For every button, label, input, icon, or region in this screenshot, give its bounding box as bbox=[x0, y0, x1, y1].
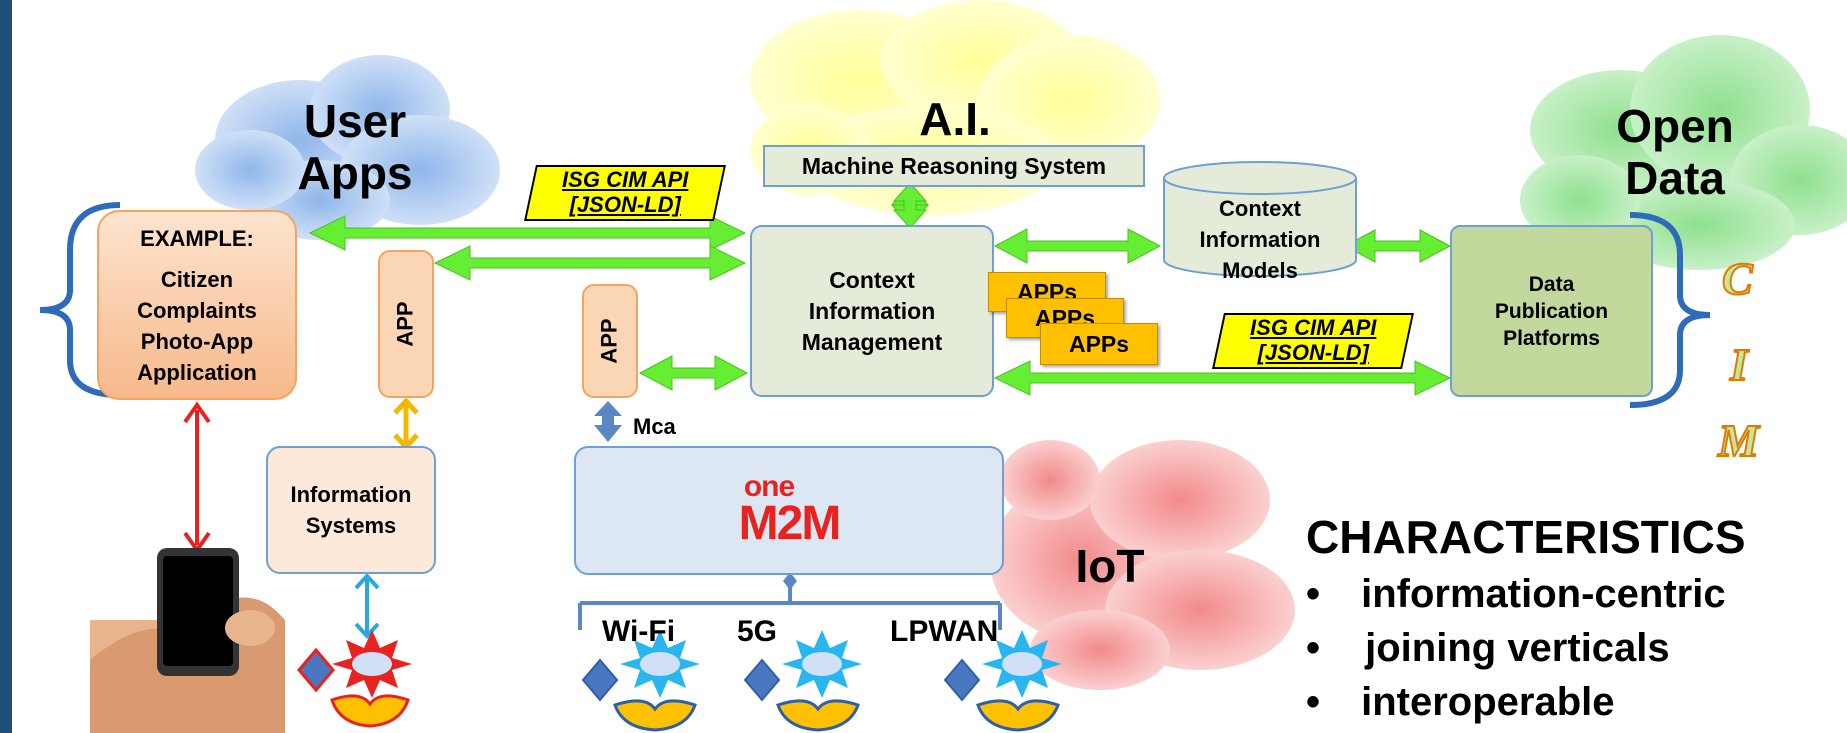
green-arrows bbox=[308, 182, 1452, 396]
characteristics-heading: CHARACTERISTICS bbox=[1306, 511, 1746, 563]
api-label-left: ISG CIM API [JSON-LD] bbox=[524, 165, 726, 221]
network-label-5g: 5G bbox=[737, 615, 778, 648]
mca-arrow bbox=[594, 401, 622, 442]
mca-label: Mca bbox=[633, 414, 676, 439]
characteristic-item: • information-centric bbox=[1306, 572, 1726, 616]
phone-hand-image bbox=[90, 548, 285, 733]
onem2m-logo-bottom: M2M bbox=[738, 496, 842, 550]
app-box-left: APP bbox=[378, 250, 434, 398]
context-management-box: Context Information Management bbox=[750, 225, 994, 397]
left-edge-bar bbox=[0, 0, 12, 733]
network-label-wifi: Wi-Fi bbox=[602, 615, 676, 648]
device-icons-wifi bbox=[581, 630, 700, 732]
api-label-right-text: ISG CIM API [JSON-LD] bbox=[1250, 315, 1377, 365]
information-systems-box: Information Systems bbox=[266, 446, 436, 574]
cloud-label-iot: IoT bbox=[1075, 540, 1145, 592]
red-arrow bbox=[183, 401, 211, 554]
api-label-right: ISG CIM API [JSON-LD] bbox=[1212, 313, 1414, 369]
orange-arrow bbox=[393, 397, 419, 451]
characteristic-item: • interoperable bbox=[1306, 680, 1615, 724]
cloud-label-open-data: Open Data bbox=[1616, 100, 1734, 204]
device-icons-lpwan bbox=[943, 630, 1062, 732]
example-app-box: EXAMPLE: Citizen Complaints Photo-App Ap… bbox=[97, 210, 297, 400]
device-icons-info bbox=[297, 630, 412, 728]
data-publication-label: Data Publication Platforms bbox=[1494, 272, 1609, 350]
cloud-label-ai: A.I. bbox=[919, 93, 991, 145]
apps-stack-3-label: APPs bbox=[1068, 330, 1130, 357]
app-box-left-label: APP bbox=[393, 301, 418, 347]
bus-diamond bbox=[783, 572, 797, 590]
device-icons-5g bbox=[743, 630, 862, 732]
onem2m-logo-top: one bbox=[743, 469, 795, 503]
app-box-middle-label: APP bbox=[597, 318, 622, 364]
cim-letter-c: C bbox=[1721, 252, 1754, 305]
app-box-middle: APP bbox=[582, 284, 638, 398]
machine-reasoning-label: Machine Reasoning System bbox=[801, 152, 1107, 179]
cloud-iot bbox=[990, 440, 1295, 690]
network-label-lpwan: LPWAN bbox=[890, 615, 999, 648]
machine-reasoning-box: Machine Reasoning System bbox=[763, 145, 1145, 187]
api-label-left-text: ISG CIM API [JSON-LD] bbox=[562, 167, 689, 217]
characteristics-list: • information-centric • joining vertical… bbox=[1306, 567, 1726, 729]
right-brace bbox=[1629, 212, 1711, 408]
blue-arrow-info bbox=[354, 573, 380, 639]
cloud-label-user-apps: User Apps bbox=[297, 95, 413, 199]
context-models-cylinder bbox=[1163, 161, 1357, 277]
cim-letter-i: I bbox=[1729, 338, 1749, 391]
context-management-label: Context Information Management bbox=[801, 266, 943, 355]
example-title: EXAMPLE: bbox=[140, 225, 254, 251]
onem2m-box: one M2M bbox=[574, 446, 1004, 575]
example-body: Citizen Complaints Photo-App Application bbox=[137, 266, 257, 385]
data-publication-box: Data Publication Platforms bbox=[1450, 225, 1653, 397]
information-systems-label: Information Systems bbox=[290, 482, 412, 538]
left-brace bbox=[39, 202, 121, 398]
context-models-label: Context Information Models bbox=[1199, 196, 1321, 283]
cloud-user-apps bbox=[195, 55, 500, 240]
cloud-ai bbox=[750, 0, 1160, 215]
characteristic-item: • joining verticals bbox=[1306, 626, 1670, 670]
apps-stack-3: APPs bbox=[1040, 323, 1158, 365]
cim-letter-m: M bbox=[1717, 414, 1760, 467]
